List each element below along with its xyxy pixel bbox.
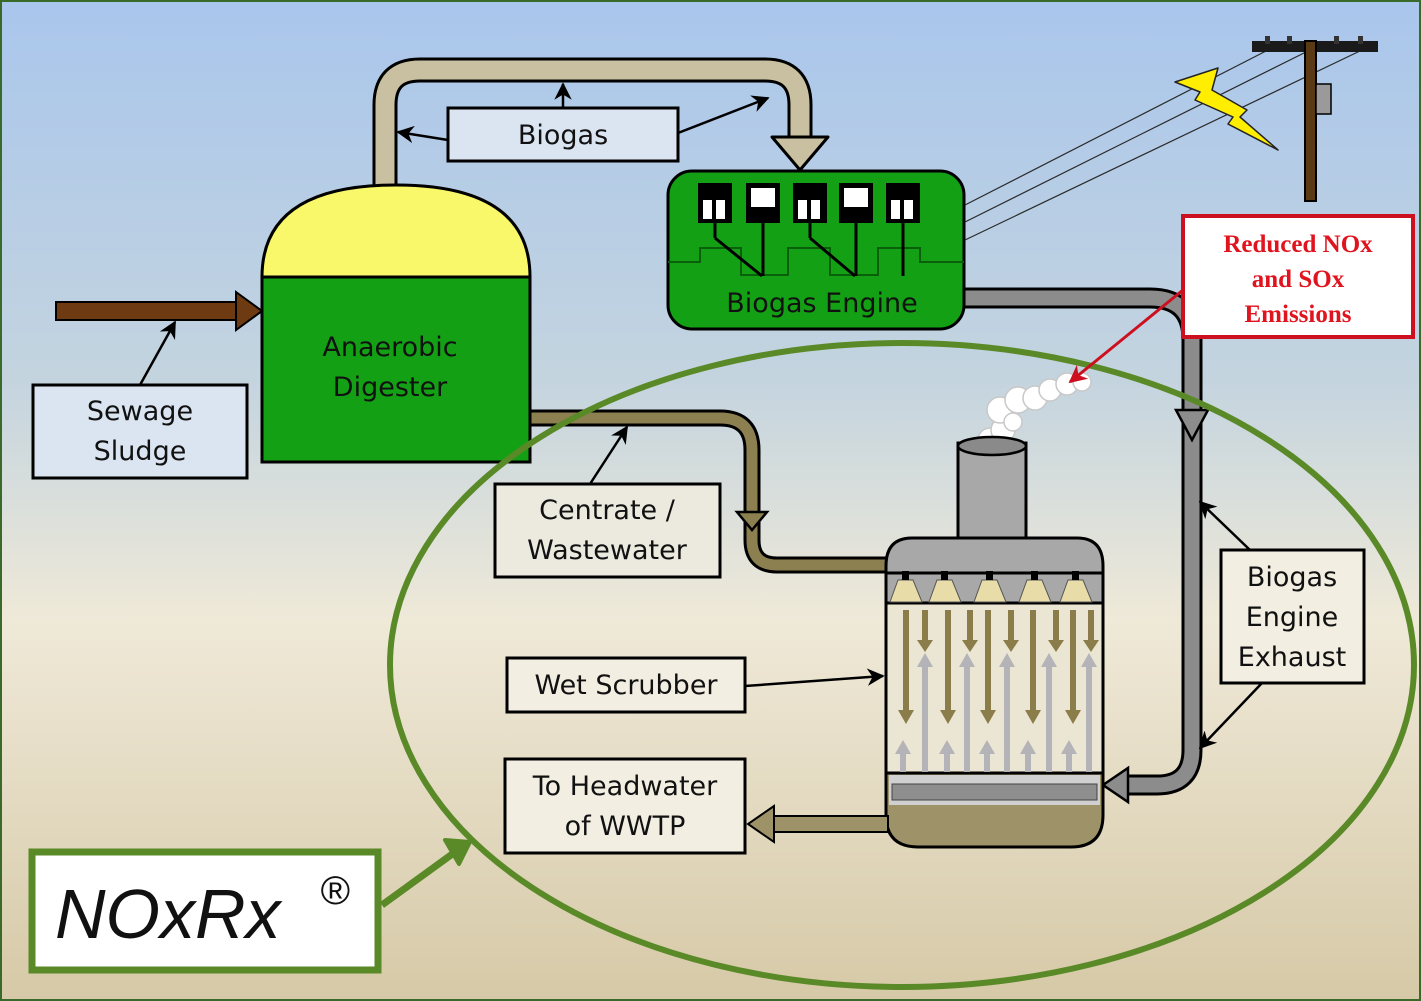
anaerobic-digester: Anaerobic Digester <box>260 183 532 464</box>
brand-registered-mark: ® <box>320 869 350 913</box>
noxrx-boundary-ellipse <box>387 340 1417 990</box>
brand-name: NOxRx <box>55 875 284 953</box>
digester-label-line1: Anaerobic <box>322 332 457 363</box>
lightning-bolt-icon <box>1174 67 1279 151</box>
headwater-label-line1: To Headwater <box>532 771 718 802</box>
biogas-pipe <box>372 57 830 185</box>
engine-cylinders <box>698 183 920 278</box>
emissions-label-line3: Emissions <box>1245 301 1352 328</box>
sludge-label-line1: Sewage <box>87 396 193 427</box>
noxrx-brand-box: NOxRx ® <box>28 838 472 974</box>
wet-scrubber-label-box: Wet Scrubber <box>505 656 747 714</box>
emissions-label-line2: and SOx <box>1252 266 1345 293</box>
headwater-label-line2: of WWTP <box>565 811 686 842</box>
emissions-label-line1: Reduced NOx <box>1223 231 1373 258</box>
leader-arrows <box>138 82 1263 750</box>
gas-up-arrows <box>895 653 1097 772</box>
wet-scrubber <box>884 435 1105 849</box>
centrate-label-box: Centrate / Wastewater <box>493 482 722 579</box>
power-lines <box>964 49 1363 241</box>
digester-label-line2: Digester <box>333 372 448 403</box>
emissions-pointer-arrow <box>1068 288 1184 384</box>
centrate-label-line2: Wastewater <box>527 535 688 566</box>
exhaust-label-line1: Biogas <box>1247 562 1337 593</box>
liquid-down-arrows <box>898 610 1099 724</box>
centrate-label-line1: Centrate / <box>539 495 676 526</box>
exhaust-label-line3: Exhaust <box>1238 642 1346 673</box>
biogas-label-box: Biogas <box>446 106 680 163</box>
exhaust-label-box: Biogas Engine Exhaust <box>1219 548 1366 685</box>
biogas-engine: Biogas Engine <box>666 169 966 331</box>
power-pole-icon <box>1252 36 1378 202</box>
sewage-sludge-label-box: Sewage Sludge <box>31 383 249 480</box>
wastewater-pipe <box>530 409 1098 574</box>
headwater-label-box: To Headwater of WWTP <box>503 757 747 855</box>
wet-scrubber-label: Wet Scrubber <box>534 670 718 701</box>
biogas-label: Biogas <box>518 120 608 151</box>
exhaust-label-line2: Engine <box>1246 602 1339 633</box>
sludge-label-line2: Sludge <box>94 436 187 467</box>
emissions-label-box: Reduced NOx and SOx Emissions <box>1181 214 1415 339</box>
sludge-inlet-arrow <box>55 290 264 332</box>
exhaust-pipe <box>965 287 1211 805</box>
engine-label: Biogas Engine <box>726 288 917 319</box>
headwater-outflow-arrow <box>746 804 889 844</box>
spray-nozzles <box>889 571 1093 603</box>
